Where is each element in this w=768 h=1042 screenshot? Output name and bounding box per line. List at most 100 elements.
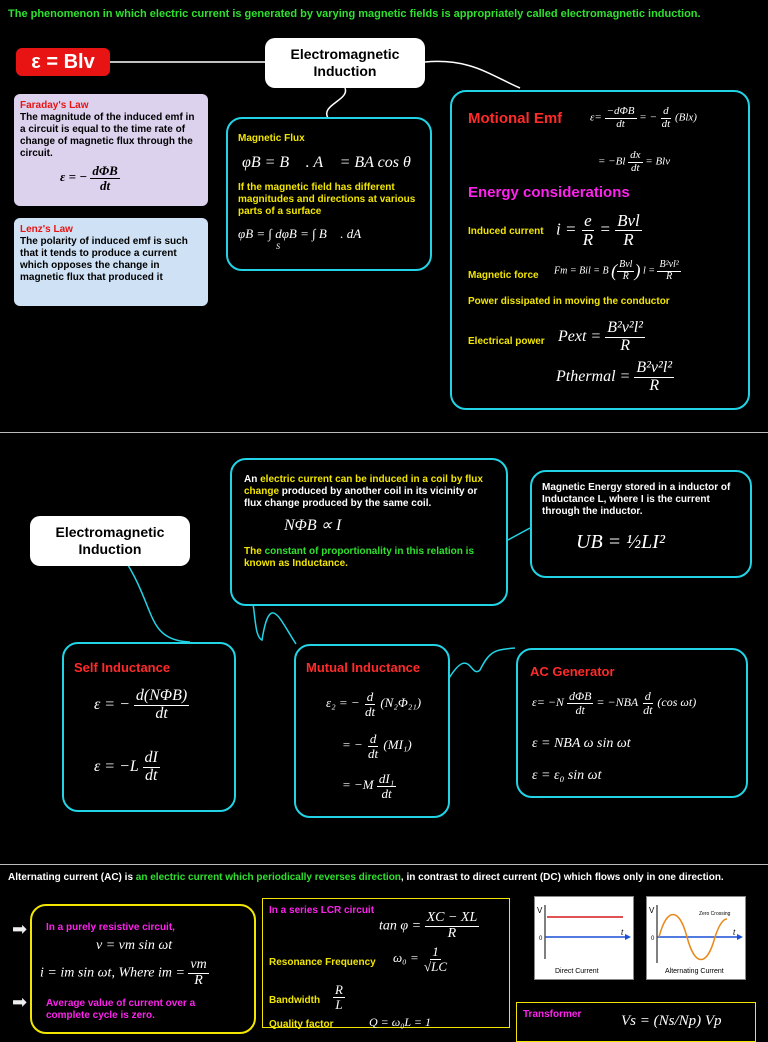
flux-equation: φB = B⃗ . A⃗ = BA cos θ [242, 154, 411, 171]
dc-axis-t: t [621, 928, 624, 937]
resistive-num: vm [188, 957, 209, 974]
power-dissipated-label: Power dissipated in moving the conductor [468, 296, 670, 307]
mutual-eq1-den: dt [364, 703, 376, 719]
induced-current-num2: Bvl [615, 211, 642, 231]
resistive-card: In a purely resistive circuit, v = vm si… [30, 904, 256, 1034]
faraday-title: Faraday's Law [20, 100, 89, 111]
mutual-eq1-a: ε₂ = − [326, 695, 360, 711]
induced-current-eq-b: = [599, 219, 611, 239]
p-thermal-den: R [649, 376, 660, 394]
coil-text-c: produced by another coil in its vicinity… [244, 486, 478, 509]
dc-axis-0: 0 [539, 936, 543, 942]
quality-eq: Q = ω₀L = 1 [369, 1015, 431, 1030]
arrow-icon-2: ➡ [12, 992, 28, 1012]
lcr-num: XC − XL [424, 910, 480, 927]
arrow-icon: ➡ [12, 919, 28, 939]
mutual-eq2-a: = − [342, 737, 363, 753]
energy-equation: UB = ½LI² [576, 531, 665, 553]
p-ext-num: B²v²l² [605, 319, 645, 338]
main-topic-line2: Induction [313, 63, 377, 79]
faraday-eq-den: dt [100, 177, 111, 193]
ac-intro: Alternating current (AC) is an electric … [8, 872, 748, 884]
connector-lines-top [110, 60, 521, 119]
motional-eq1-a: ε= [590, 111, 602, 124]
motional-eq2-den: dt [631, 161, 640, 174]
motional-title: Motional Emf [468, 110, 563, 127]
motional-eq1-den: dt [616, 117, 625, 130]
coil-text-b: electric current can be induced in a coi… [244, 474, 483, 497]
electrical-power-label: Electrical power [468, 336, 545, 347]
induced-current-num1: e [582, 211, 594, 231]
dc-axis-v: V [537, 906, 543, 915]
ac-intro-c: , in contrast to direct current (DC) whi… [400, 872, 724, 883]
ac-eq1-c: (cos ωt) [657, 694, 697, 709]
transformer-card: Transformer Vs = (Ns/Np) Vp [516, 1002, 756, 1042]
coil-note: The constant of proportionality in this … [244, 546, 494, 570]
coil-induction-card: An electric current can be induced in a … [230, 458, 508, 606]
section2-topic-line2: Induction [78, 541, 142, 557]
ac-generator-title: AC Generator [530, 664, 615, 679]
ac-axis-0: 0 [651, 936, 655, 942]
motional-eq1-den2: dt [661, 117, 671, 130]
resonance-num: 1 [430, 944, 441, 960]
bandwidth-label: Bandwidth [269, 995, 321, 1006]
resonance-den: √LC [423, 958, 448, 974]
motional-eq1-num2: d [661, 105, 671, 119]
p-ext-den: R [620, 336, 630, 354]
induced-current-label: Induced current [468, 226, 544, 237]
magnetic-force-num2: B²vl² [657, 259, 681, 272]
quality-label: Quality factor [269, 1019, 334, 1030]
ac-graph: V 0 t Zero Crossing Alternating Current [646, 896, 746, 980]
induced-current-den2: R [623, 229, 634, 249]
transformer-eq: Vs = (Ns/Np) Vp [621, 1013, 722, 1029]
main-topic-line1: Electromagnetic [290, 46, 400, 62]
divider-1 [0, 432, 768, 433]
p-thermal-lhs: Pthermal = [556, 367, 631, 385]
motional-eq1-num: −dΦB [604, 105, 637, 119]
ac-eq1-b: = −NBA [596, 694, 639, 709]
induced-current-eq-a: i = [556, 219, 577, 239]
magnetic-force-eq-b: l = [642, 265, 655, 277]
faraday-card: Faraday's Law The magnitude of the induc… [14, 94, 208, 206]
coil-note-a: The [244, 546, 265, 557]
motional-eq2-a: = −Bl [598, 155, 626, 168]
energy-text: Magnetic Energy stored in a inductor of … [542, 482, 731, 517]
mutual-eq1-num: d [364, 689, 376, 705]
lenz-text: The polarity of induced emf is such that… [20, 236, 188, 283]
coil-note-c: known as Inductance. [244, 558, 348, 569]
motional-eq2-num: dx [628, 149, 643, 163]
section2-topic-line1: Electromagnetic [55, 524, 165, 540]
lenz-card: Lenz's Law The polarity of induced emf i… [14, 218, 208, 306]
mutual-eq2-num: d [367, 731, 379, 747]
motional-eq1-c: (Blx) [674, 111, 697, 124]
dc-label: Direct Current [555, 968, 599, 975]
ac-eq1-den: dt [575, 702, 585, 717]
lenz-title: Lenz's Law [20, 224, 73, 235]
ac-graph-svg: V 0 t Zero Crossing Alternating Current [649, 905, 743, 975]
coil-text: An electric current can be induced in a … [244, 474, 494, 510]
self-inductance-title: Self Inductance [74, 660, 171, 675]
self-inductance-card: Self Inductance ε = − d(NΦB)dt ε = −L dI… [62, 642, 236, 812]
motional-eq1-b: = − [639, 111, 657, 124]
mutual-inductance-title: Mutual Inductance [306, 660, 421, 675]
self-eq1-num: d(NΦB) [133, 687, 190, 706]
mutual-eq3-a: = −M [342, 777, 374, 793]
dc-graph-svg: V 0 t Direct Current [537, 905, 631, 975]
flux-integral-subscript: S [276, 242, 280, 251]
quality-num: ω₀L [391, 1015, 411, 1029]
coil-text-a: An [244, 474, 261, 485]
zero-crossing-label: Zero Crossing [699, 911, 731, 917]
faraday-eq-lhs: ε = − [60, 169, 88, 185]
average-label: Average value of current over a complete… [46, 998, 196, 1021]
transformer-label: Transformer [523, 1009, 582, 1020]
energy-title: Energy considerations [468, 184, 630, 201]
